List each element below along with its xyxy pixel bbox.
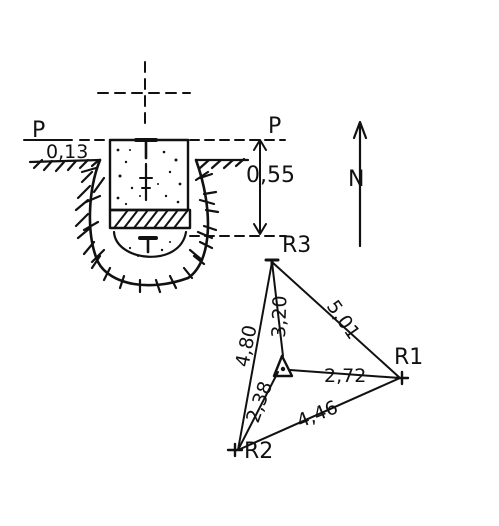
offset-top-label: 0,13 [46, 141, 88, 163]
underground-marker [112, 230, 188, 258]
r2-label: R2 [244, 439, 273, 464]
distance-center-r2: 2,38 [242, 378, 277, 425]
r1-label: R1 [394, 345, 423, 370]
north-arrow-icon [352, 120, 368, 248]
r2-marker-icon [226, 442, 244, 458]
north-label: N [348, 167, 364, 192]
label-p-right: P [268, 114, 281, 139]
center-triangle-icon [272, 354, 294, 378]
r3-marker-icon [264, 258, 280, 268]
distance-r3-r1: 5,01 [322, 296, 364, 343]
crosshair-mark [97, 61, 191, 129]
reference-network [237, 261, 401, 451]
depth-dimension [189, 139, 287, 237]
base-slab [108, 208, 192, 230]
r1-marker-icon [394, 370, 410, 386]
distance-r3-r2: 4,80 [231, 323, 261, 369]
concrete-block [108, 138, 190, 212]
distance-center-r1: 2,72 [324, 365, 366, 387]
ground-hatching [28, 157, 250, 294]
depth-label: 0,55 [246, 163, 295, 188]
distance-r1-r2: 4,46 [294, 396, 341, 432]
label-p-left: P [32, 118, 45, 143]
r3-label: R3 [282, 233, 311, 258]
distance-r3-center: 3,20 [268, 295, 291, 338]
